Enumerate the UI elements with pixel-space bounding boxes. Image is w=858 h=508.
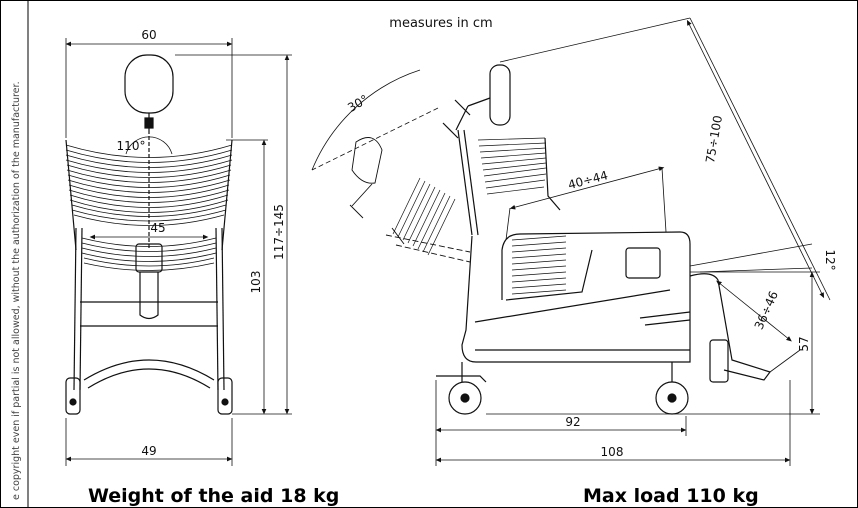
dim-height-range: 117÷145: [272, 204, 286, 260]
dim-width-bottom: 49: [141, 444, 156, 458]
dim-headrest-height: 75÷100: [703, 114, 725, 164]
dim-width-top: 60: [141, 28, 156, 42]
dim-tilt-angle: 30°: [345, 92, 370, 115]
front-seat-slats: [81, 237, 217, 271]
copyright-note: e copyright even if partial is not allow…: [11, 81, 22, 500]
front-view: [65, 54, 233, 415]
side-view-reclined-ghost: [349, 137, 471, 263]
side-seat-slats: [511, 235, 567, 295]
dim-length: 92: [565, 415, 580, 429]
caption-weight: Weight of the aid 18 kg: [88, 485, 339, 507]
side-headrest: [489, 64, 511, 126]
dim-armrest-angle: 12°: [823, 249, 837, 270]
dim-legrest-length: 36÷46: [752, 289, 781, 332]
dim-seat-width: 45: [150, 221, 165, 235]
side-backrest-slats: [477, 137, 547, 195]
dim-seat-depth: 40÷44: [567, 168, 610, 192]
side-dimensions: [311, 17, 831, 466]
dim-seat-height: 57: [797, 336, 811, 351]
dim-length-max: 108: [601, 445, 624, 459]
front-dimensions: [65, 38, 292, 466]
dim-headrest-angle: 110°: [117, 139, 146, 153]
measures-note: measures in cm: [389, 16, 492, 31]
front-headrest: [124, 54, 174, 114]
caption-max-load: Max load 110 kg: [583, 485, 759, 507]
dim-height: 103: [249, 271, 263, 294]
